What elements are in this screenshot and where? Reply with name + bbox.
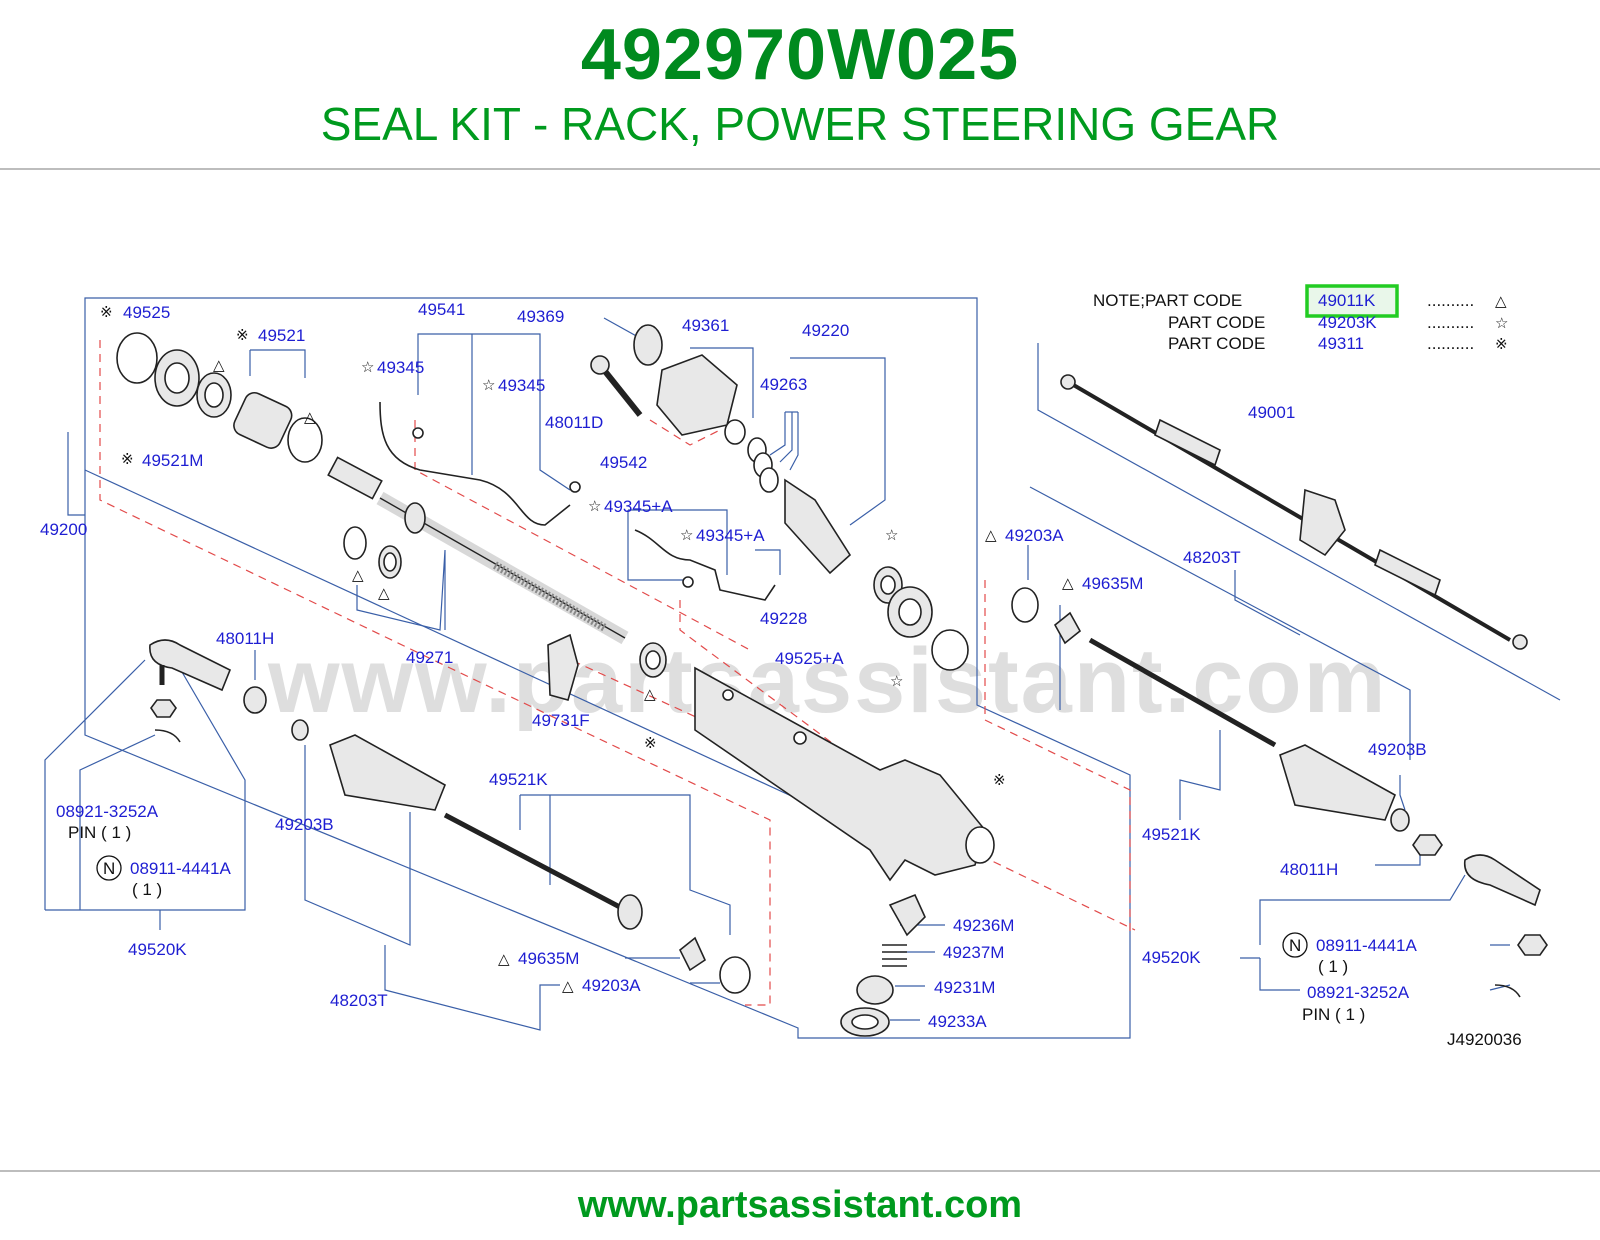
callout-49345A-a[interactable]: 49345+A [604,497,673,516]
callout-49520K-right[interactable]: 49520K [1142,948,1201,967]
triangle-symbol: △ [498,950,510,968]
triangle-symbol: △ [1062,574,1074,592]
callout-49521K-right[interactable]: 49521K [1142,825,1201,844]
note-row-2-prefix: PART CODE [1168,313,1265,332]
callout-08921-left[interactable]: 08921-3252A [56,802,159,821]
callout-49203B-right[interactable]: 49203B [1368,740,1427,759]
star-symbol: ☆ [588,497,601,515]
callout-49237M[interactable]: 49237M [943,943,1004,962]
callout-49203A-right[interactable]: 49203A [1005,526,1064,545]
note-row-3-prefix: PART CODE [1168,334,1265,353]
callout-49345-a[interactable]: 49345 [377,358,424,377]
o-ring-49525 [116,332,158,384]
callout-49361[interactable]: 49361 [682,316,729,335]
ref-symbol: ※ [993,771,1006,789]
part-number-title: 492970W025 [580,15,1020,95]
page-header: 492970W025 SEAL KIT - RACK, POWER STEERI… [0,0,1600,170]
note-row-1-dots: .......... [1427,291,1474,310]
callout-49521M[interactable]: 49521M [142,451,203,470]
callout-49541[interactable]: 49541 [418,300,465,319]
triangle-symbol: △ [985,526,997,544]
callout-49542[interactable]: 49542 [600,453,647,472]
ref-symbol: ※ [236,326,249,344]
triangle-symbol: △ [304,408,316,426]
callout-49236M[interactable]: 49236M [953,916,1014,935]
qty-left: ( 1 ) [132,880,162,899]
callout-48011D[interactable]: 48011D [545,413,603,432]
part-code-note: NOTE;PART CODE 49011K .......... △ PART … [1093,284,1508,353]
callout-49271[interactable]: 49271 [406,648,453,667]
triangle-symbol: △ [213,356,225,374]
note-row-1-code[interactable]: 49011K [1318,291,1376,310]
callout-49731F[interactable]: 49731F [532,711,590,730]
callout-49635M-right[interactable]: 49635M [1082,574,1143,593]
callout-08911-left[interactable]: 08911-4441A [130,859,231,878]
exploded-parts-diagram: www.partsassistant.com [40,284,1561,1049]
callout-48011H-right[interactable]: 48011H [1280,860,1338,879]
qty-right: ( 1 ) [1318,957,1348,976]
callout-49200[interactable]: 49200 [40,520,87,539]
callout-49345A-b[interactable]: 49345+A [696,526,765,545]
n-badge-left [96,855,122,881]
star-symbol: ☆ [885,526,898,544]
callout-49233A[interactable]: 49233A [928,1012,987,1031]
footer-url[interactable]: www.partsassistant.com [577,1184,1023,1226]
note-row-3-dots: .......... [1427,334,1474,353]
callout-49525[interactable]: 49525 [123,303,170,322]
callout-48011H-left[interactable]: 48011H [216,629,274,648]
callout-49231M[interactable]: 49231M [934,978,995,997]
highlight-box [1305,284,1399,318]
star-symbol: ☆ [680,526,693,544]
callout-49635M-left[interactable]: 49635M [518,949,579,968]
star-symbol: ☆ [361,358,374,376]
ref-symbol: ※ [121,450,134,468]
part-description-title: SEAL KIT - RACK, POWER STEERING GEAR [320,98,1280,150]
pin-qty-right: PIN ( 1 ) [1302,1005,1365,1024]
ref-symbol: ※ [100,303,113,321]
note-row-2-symbol: ☆ [1495,314,1508,332]
callout-49220[interactable]: 49220 [802,321,849,340]
callout-08911-right[interactable]: 08911-4441A [1316,936,1417,955]
callout-08921-right[interactable]: 08921-3252A [1307,983,1410,1002]
callout-49521[interactable]: 49521 [258,326,305,345]
ref-symbol: ※ [644,734,657,752]
drawing-code: J4920036 [1447,1030,1522,1049]
callout-49203B-left[interactable]: 49203B [275,815,334,834]
callout-49263[interactable]: 49263 [760,375,807,394]
triangle-symbol: △ [352,566,364,584]
triangle-symbol: △ [562,977,574,995]
callout-49001[interactable]: 49001 [1248,403,1295,422]
callout-49369[interactable]: 49369 [517,307,564,326]
n-badge-right-text: N [1289,936,1301,955]
callout-49203A-left[interactable]: 49203A [582,976,641,995]
callout-49228[interactable]: 49228 [760,609,807,628]
leader-lines [44,297,1561,1039]
callout-49521K-left[interactable]: 49521K [489,770,548,789]
footer-divider [0,1170,1600,1172]
callout-48203T-left[interactable]: 48203T [330,991,388,1010]
callout-49525A[interactable]: 49525+A [775,649,844,668]
note-row-1-prefix: NOTE;PART CODE [1093,291,1242,310]
callout-48203T-right[interactable]: 48203T [1183,548,1241,567]
star-symbol: ☆ [890,672,903,690]
callout-labels: ※ 49525 ※ 49521 △ △ ※ 49521M 49200 49541… [40,300,1427,1031]
triangle-symbol: △ [378,584,390,602]
triangle-symbol: △ [644,685,656,703]
pin-qty-left: PIN ( 1 ) [68,823,131,842]
n-badge-left-text: N [103,859,115,878]
watermark-text: www.partsassistant.com [267,630,1387,732]
header-divider [0,168,1600,170]
note-row-2-code[interactable]: 49203K [1318,313,1377,332]
star-symbol: ☆ [482,376,495,394]
note-row-2-dots: .......... [1427,313,1474,332]
callout-49520K-left[interactable]: 49520K [128,940,187,959]
callout-49345-b[interactable]: 49345 [498,376,545,395]
note-row-3-symbol: ※ [1495,335,1508,353]
note-row-3-code[interactable]: 49311 [1318,334,1364,353]
part-illustrations [116,324,1548,1037]
n-badge-right [1282,932,1308,958]
note-row-1-symbol: △ [1495,292,1507,310]
